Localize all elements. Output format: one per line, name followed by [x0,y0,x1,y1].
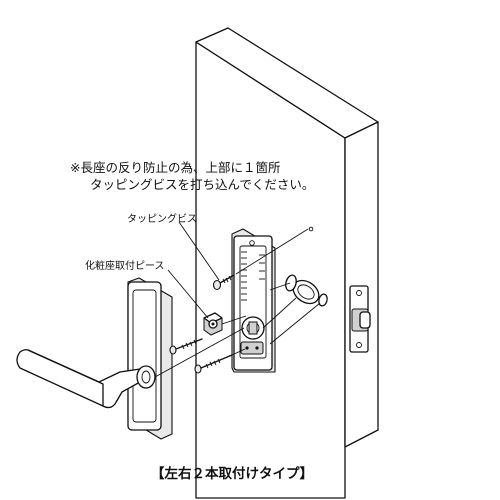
lever-arm [16,349,141,409]
mount-screw-right [194,354,233,374]
leader-lines [167,221,220,319]
lever-neck [136,365,156,389]
backplate-scale-ticks [241,251,265,301]
lever-plate-front [127,281,162,431]
trim-mount-piece [203,312,223,336]
faceplate-screw-bottom [356,342,362,348]
mount-screw-left [169,338,203,355]
spindle-square [248,321,258,335]
fasteners [169,274,235,374]
label-tapping-screw: タッピングビス [127,214,197,225]
faceplate-screw-top [356,290,362,296]
screw-hole-upper [285,274,297,292]
screw-hole-lower [318,293,328,307]
backplate [231,228,276,373]
backplate-lower-bracket [240,341,264,355]
door-side-edge [344,121,379,448]
instruction-note: ※長座の反り防止の為、上部に１箇所 タッピングビスを打ち込んでください。 [70,159,314,193]
pilot-hole-top [308,226,314,232]
lever-plate [127,277,173,440]
lever-handle [16,349,156,409]
caption: 【左右２本取付けタイプ】 [151,466,313,482]
door [195,27,379,499]
latch-bolt-tip [359,311,371,329]
tapping-screw-upper [212,274,235,291]
note-line-1: ※長座の反り防止の為、上部に１箇所 [70,160,281,175]
assembly-guide-lines [154,228,321,378]
label-trim-piece: 化粧座取付ピース [85,261,165,272]
note-line-2: タッピングビスを打ち込んでください。 [90,177,315,192]
